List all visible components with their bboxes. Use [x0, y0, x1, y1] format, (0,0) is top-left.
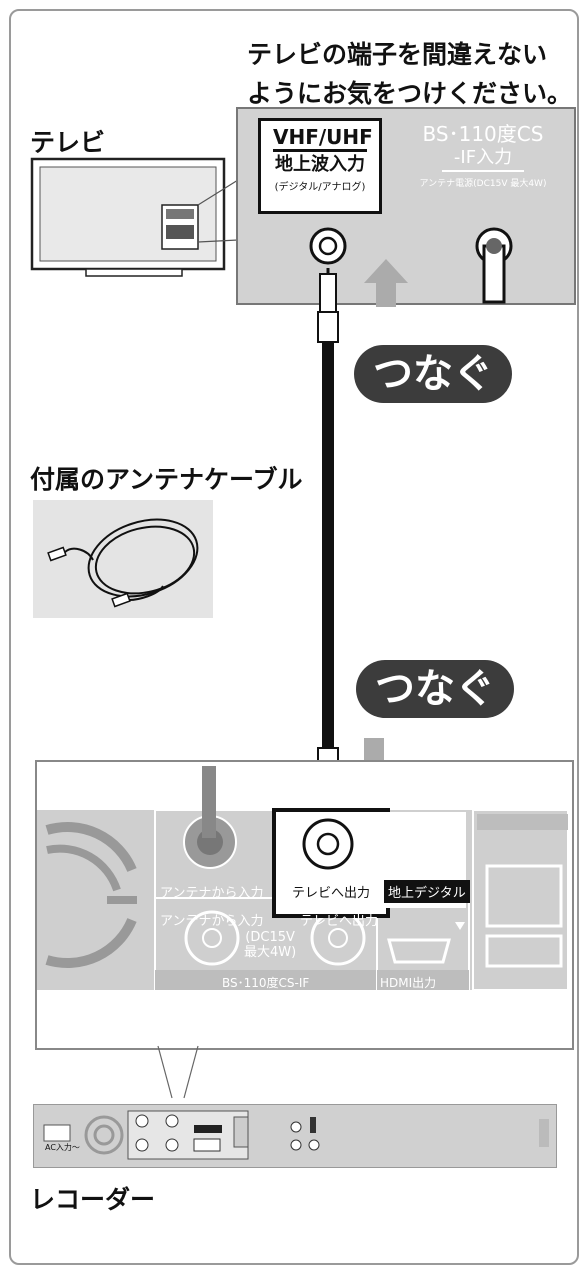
- ac-input-label: AC入力～: [45, 1143, 80, 1152]
- recorder-full-view: [33, 1104, 557, 1168]
- bs-cs-title: BS･110度CS: [422, 122, 544, 146]
- recorder-tv-out-connector: [302, 818, 354, 870]
- instruction-line-2: ようにお気をつけください。: [247, 79, 573, 108]
- recorder-lower-power-label: (DC15V 最大4W): [244, 930, 296, 960]
- connect-pill-top: つなぐ: [354, 345, 512, 403]
- recorder-lower-in-label: アンテナから入力: [160, 914, 264, 929]
- cable-illustration: [33, 500, 213, 618]
- recorder-upper-out-label: テレビへ出力: [292, 886, 371, 901]
- vhf-uhf-sub: 地上波入力: [275, 154, 365, 175]
- recorder-back-miniature: [43, 1110, 549, 1160]
- tv-callout-lines: [197, 179, 239, 243]
- bs-cs-note: アンテナ電源(DC15V 最大4W): [419, 179, 547, 189]
- recorder-in-cable: [202, 766, 216, 838]
- power-line-1: (DC15V: [245, 930, 295, 945]
- connect-pill-bottom: つなぐ: [356, 660, 514, 718]
- coiled-cable-icon: [47, 518, 199, 608]
- recorder-callout-pointer: [157, 1045, 199, 1099]
- instruction-line-1: テレビの端子を間違えない: [247, 40, 548, 69]
- tv-illustration: [30, 157, 226, 277]
- vhf-uhf-note: (デジタル/アナログ): [274, 182, 366, 193]
- bs-cs-sub: -IF入力: [442, 146, 524, 172]
- tv-port-connectors: [309, 227, 513, 307]
- hdmi-out-label: HDMI出力: [380, 976, 437, 990]
- terrestrial-digital-badge: 地上デジタル: [384, 880, 470, 903]
- power-line-2: 最大4W): [244, 945, 297, 960]
- vhf-uhf-title: VHF/UHF: [273, 125, 373, 152]
- bs-cs-if-label: BS･110度CS-IF: [222, 976, 310, 990]
- recorder-label: レコーダー: [30, 1185, 156, 1214]
- vhf-uhf-port-label-box: VHF/UHF 地上波入力 (デジタル/アナログ): [258, 118, 382, 214]
- recorder-upper-in-label: アンテナから入力: [160, 886, 264, 901]
- cable-label: 付属のアンテナケーブル: [30, 465, 303, 494]
- bs-cs-port-label: BS･110度CS -IF入力 アンテナ電源(DC15V 最大4W): [418, 118, 548, 204]
- tv-label: テレビ: [30, 128, 106, 157]
- recorder-lower-out-label: テレビへ出力: [300, 914, 379, 929]
